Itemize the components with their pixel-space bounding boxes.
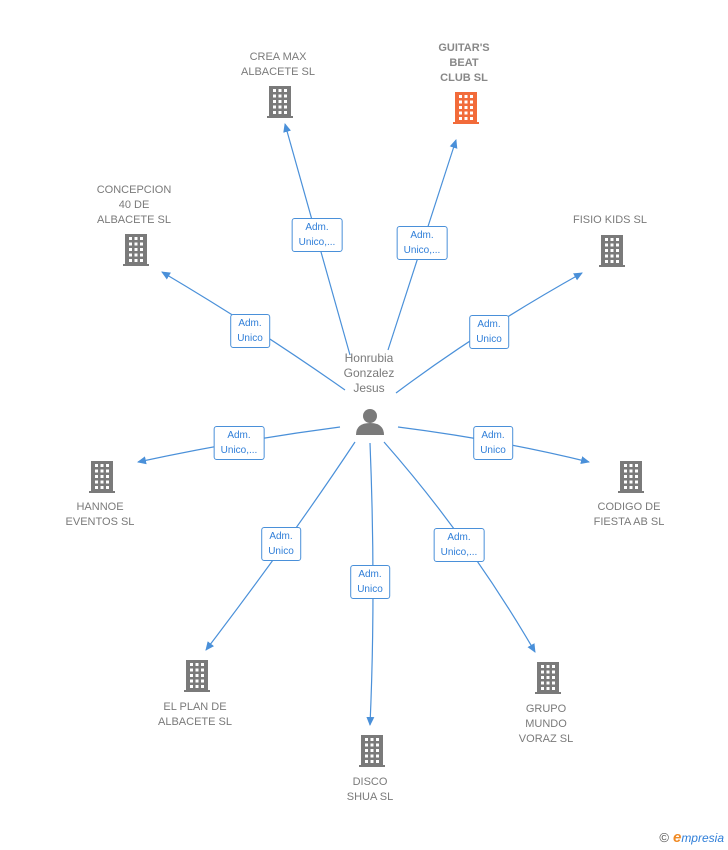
company-name-crea-max[interactable]: CREA MAX ALBACETE SL <box>241 51 315 78</box>
company-name-guitars-beat[interactable]: GUITAR'S BEAT CLUB SL <box>438 42 490 84</box>
company-name-fisio-kids[interactable]: FISIO KIDS SL <box>573 214 647 226</box>
company-name-disco-shua[interactable]: DISCO SHUA SL <box>346 776 394 803</box>
footer-brand: © empresia <box>659 829 724 846</box>
copyright-symbol: © <box>659 830 669 845</box>
building-icon-fisio-kids[interactable] <box>599 235 625 267</box>
role-label-el-plan[interactable]: Adm. Unico <box>261 527 301 561</box>
logo-initial: e <box>672 829 682 846</box>
role-label-codigo[interactable]: Adm. Unico <box>473 426 513 460</box>
building-icon-concepcion[interactable] <box>123 234 149 266</box>
role-label-grupo-mundo[interactable]: Adm. Unico,... <box>433 528 485 562</box>
person-icon[interactable] <box>356 409 384 435</box>
role-label-disco-shua[interactable]: Adm. Unico <box>350 565 390 599</box>
company-name-codigo[interactable]: CODIGO DE FIESTA AB SL <box>593 501 665 528</box>
company-name-grupo-mundo[interactable]: GRUPO MUNDO VORAZ SL <box>518 703 574 745</box>
company-name-hannoe[interactable]: HANNOE EVENTOS SL <box>65 501 135 528</box>
building-icon-disco-shua[interactable] <box>359 735 385 767</box>
company-name-el-plan[interactable]: EL PLAN DE ALBACETE SL <box>158 701 232 728</box>
building-icon-grupo-mundo[interactable] <box>535 662 561 694</box>
building-icon-crea-max[interactable] <box>267 86 293 118</box>
company-name-concepcion[interactable]: CONCEPCION 40 DE ALBACETE SL <box>96 184 172 226</box>
role-label-crea-max[interactable]: Adm. Unico,... <box>291 218 343 252</box>
role-label-concepcion[interactable]: Adm. Unico <box>230 314 270 348</box>
building-icon-hannoe[interactable] <box>89 461 115 493</box>
role-label-hannoe[interactable]: Adm. Unico,... <box>213 426 265 460</box>
logo-text: mpresia <box>681 831 724 845</box>
role-label-fisio-kids[interactable]: Adm. Unico <box>469 315 509 349</box>
building-icon-el-plan[interactable] <box>184 660 210 692</box>
building-icon-codigo[interactable] <box>618 461 644 493</box>
role-label-guitars-beat[interactable]: Adm. Unico,... <box>396 226 448 260</box>
building-icon-guitars-beat[interactable] <box>453 92 479 124</box>
center-person-name[interactable]: Honrubia Gonzalez Jesus <box>343 351 395 395</box>
empresia-logo[interactable]: empresia <box>673 829 724 846</box>
